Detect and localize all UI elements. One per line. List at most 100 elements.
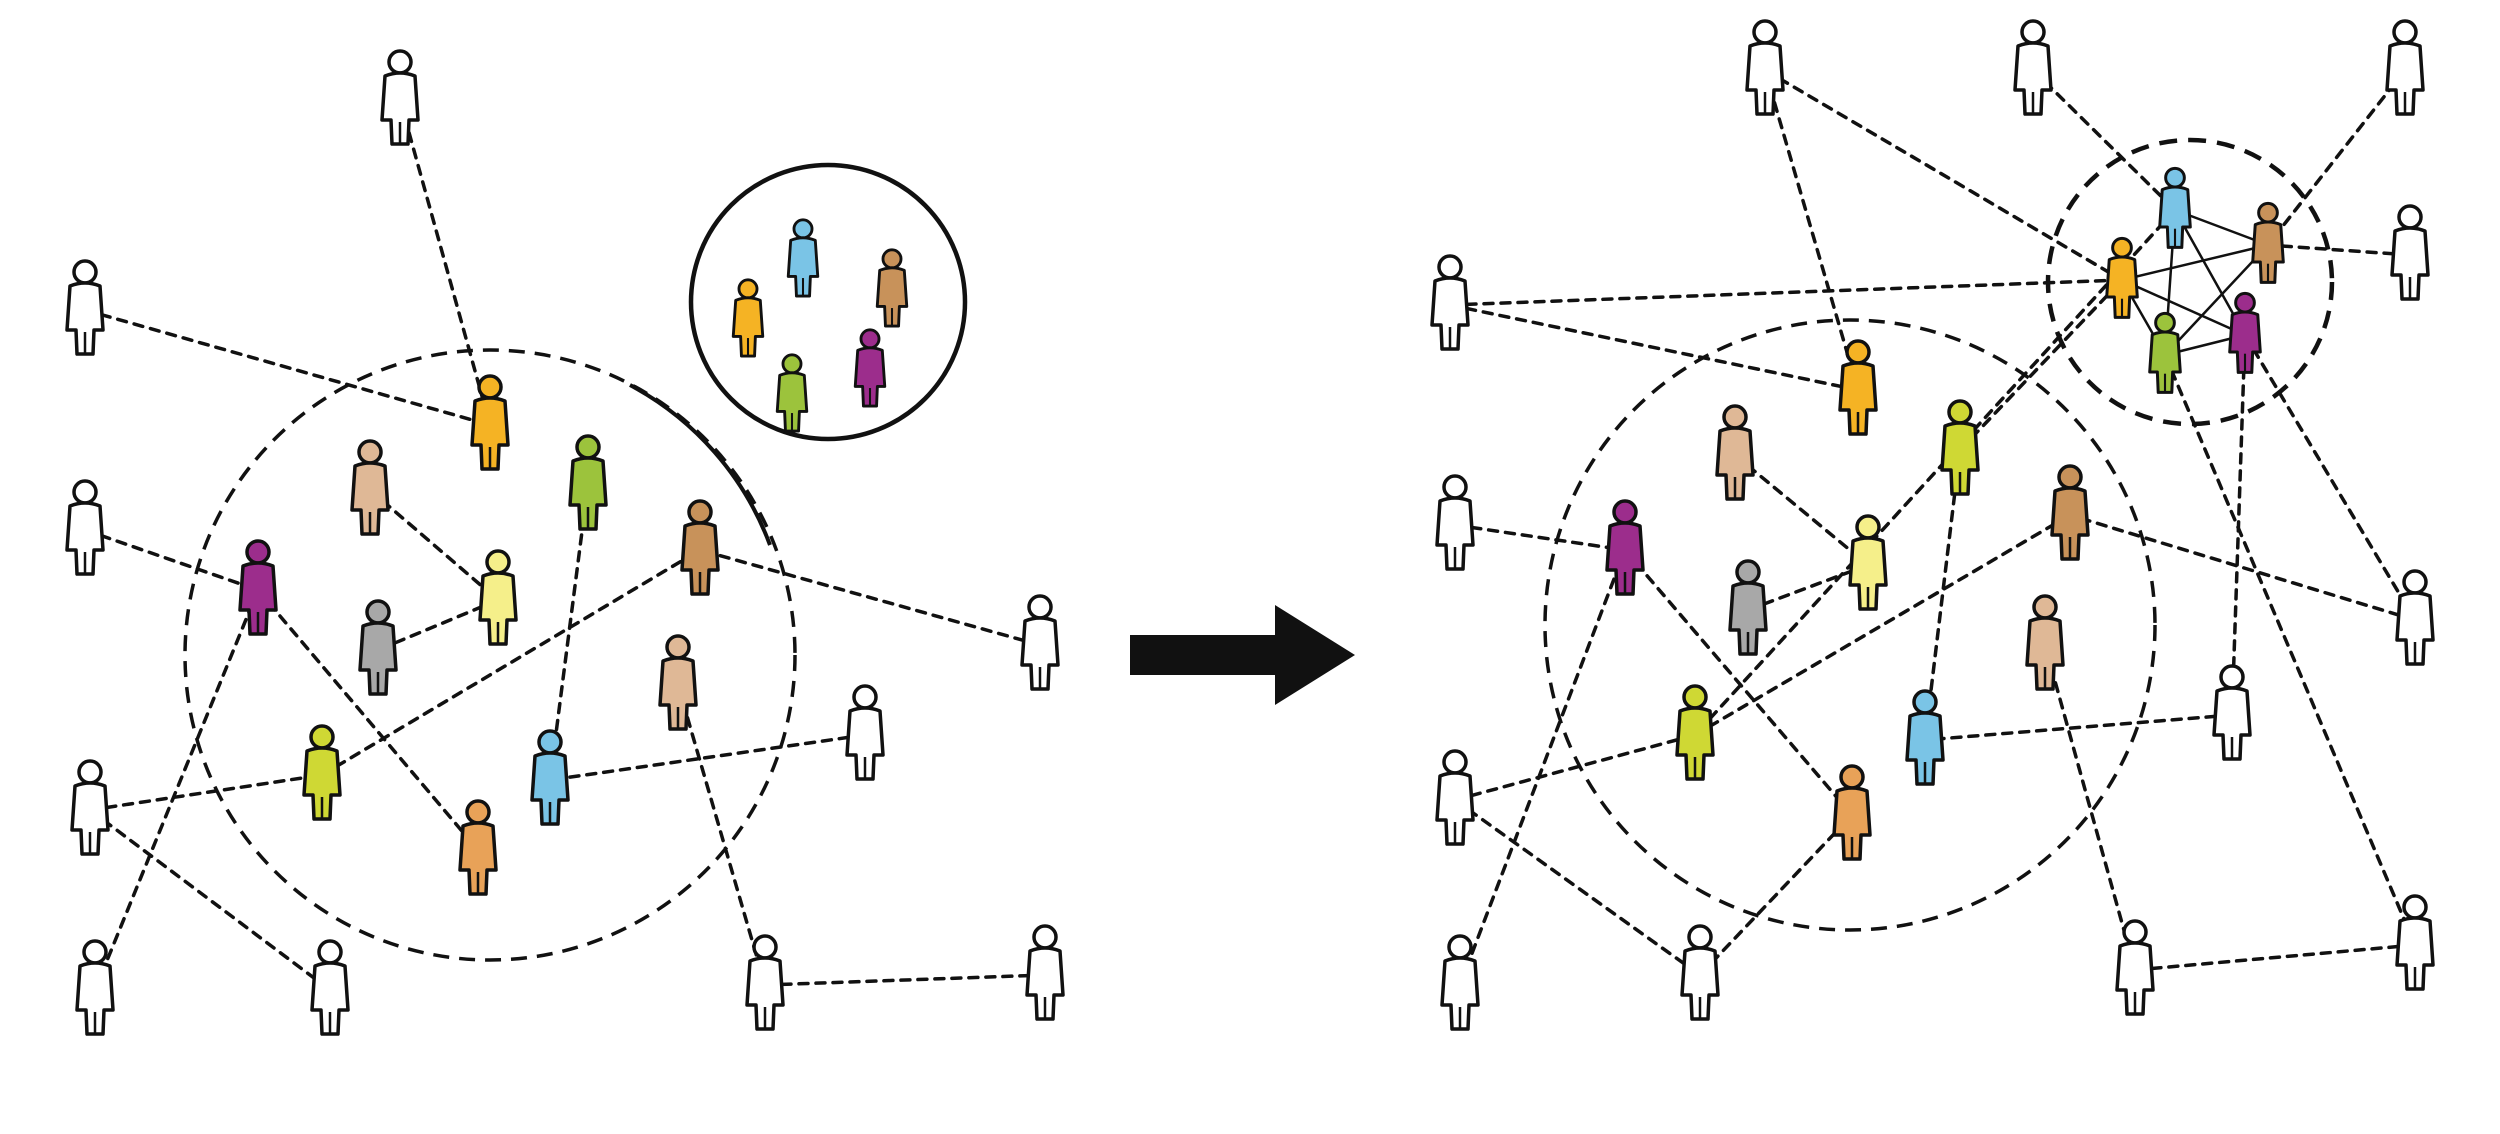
person-icon xyxy=(658,634,698,731)
person-icon xyxy=(2251,201,2285,284)
person-icon xyxy=(2395,569,2435,666)
group-link xyxy=(2120,243,2270,282)
boundary-solid-arc xyxy=(629,383,772,546)
person-icon xyxy=(65,479,105,576)
person-icon xyxy=(875,248,909,328)
person-icon xyxy=(302,724,342,821)
connection-line xyxy=(83,308,492,427)
connection-line xyxy=(2266,243,2412,257)
connection-line xyxy=(1453,798,1702,977)
person-icon xyxy=(1905,689,1945,786)
right-arrow-icon xyxy=(1130,605,1355,705)
connection-line xyxy=(2243,333,2417,622)
connection-line xyxy=(1923,713,2234,742)
connection-line xyxy=(763,973,1047,987)
connection-line xyxy=(1733,453,1870,567)
person-icon xyxy=(2115,919,2155,1016)
person-icon xyxy=(680,499,720,596)
person-icon xyxy=(1025,924,1065,1021)
person-icon xyxy=(238,539,278,636)
person-icon xyxy=(2228,291,2262,374)
connection-line xyxy=(1458,548,1627,987)
connection-line xyxy=(2163,353,2417,947)
people-nodes xyxy=(65,19,2435,1036)
person-icon xyxy=(1430,254,1470,351)
person-icon xyxy=(350,439,390,536)
connection-line xyxy=(2068,513,2417,622)
connection-line xyxy=(1453,733,1697,802)
person-icon xyxy=(1940,399,1980,496)
connection-line xyxy=(1923,448,1962,742)
person-icon xyxy=(568,434,608,531)
person-icon xyxy=(1838,339,1878,436)
person-icon xyxy=(2105,236,2139,319)
person-icon xyxy=(70,759,110,856)
connection-line xyxy=(1448,278,2124,307)
person-icon xyxy=(1728,559,1768,656)
connection-line xyxy=(2230,333,2247,717)
person-icon xyxy=(380,49,420,146)
connection-line xyxy=(548,733,867,782)
connection-line xyxy=(1623,548,1854,817)
connection-line xyxy=(676,683,767,987)
connection-line xyxy=(1958,278,2124,452)
boundary-circles xyxy=(183,137,2335,962)
person-icon xyxy=(1675,684,1715,781)
community-boundary xyxy=(1543,318,2157,932)
person-icon xyxy=(845,684,885,781)
connection-line xyxy=(1693,513,2072,737)
right-arrow-shape xyxy=(1130,605,1355,705)
connection-line xyxy=(2266,68,2407,247)
person-icon xyxy=(731,278,765,358)
separate-group-circle xyxy=(688,162,968,442)
connection-line xyxy=(83,528,260,592)
person-icon xyxy=(358,599,398,696)
connection-line xyxy=(398,98,492,427)
connection-line xyxy=(698,548,1042,647)
connection-line xyxy=(2133,943,2417,972)
person-icon xyxy=(2395,894,2435,991)
person-icon xyxy=(1848,514,1888,611)
connection-line xyxy=(548,483,590,782)
person-icon xyxy=(1440,934,1480,1031)
person-icon xyxy=(2212,664,2252,761)
group-link xyxy=(2163,243,2270,357)
person-icon xyxy=(853,328,887,408)
person-icon xyxy=(786,218,820,298)
person-icon xyxy=(1435,474,1475,571)
connection-line xyxy=(376,598,500,652)
person-icon xyxy=(1020,594,1060,691)
person-icon xyxy=(2025,594,2065,691)
person-icon xyxy=(65,259,105,356)
person-icon xyxy=(1680,924,1720,1021)
connection-line xyxy=(1693,208,2177,737)
connection-line xyxy=(88,773,324,812)
connection-line xyxy=(93,588,260,992)
person-icon xyxy=(2385,19,2425,116)
person-icon xyxy=(1745,19,1785,116)
person-icon xyxy=(458,799,498,896)
person-icon xyxy=(470,374,510,471)
connection-line xyxy=(1698,813,1854,977)
connection-line xyxy=(1763,68,2124,282)
person-icon xyxy=(2050,464,2090,561)
person-icon xyxy=(1832,764,1872,861)
connection-line xyxy=(2043,643,2137,972)
connection-line xyxy=(88,808,332,992)
person-icon xyxy=(310,939,350,1036)
person-icon xyxy=(2390,204,2430,301)
person-icon xyxy=(478,549,518,646)
person-icon xyxy=(2158,166,2192,249)
connection-line xyxy=(256,588,480,852)
person-icon xyxy=(530,729,570,826)
person-icon xyxy=(745,934,785,1031)
group-link xyxy=(2120,278,2247,337)
person-icon xyxy=(775,353,809,433)
connection-line xyxy=(2031,68,2177,212)
person-icon xyxy=(2013,19,2053,116)
connection-line xyxy=(1453,523,1627,552)
person-icon xyxy=(1715,404,1755,501)
person-icon xyxy=(2148,311,2182,394)
